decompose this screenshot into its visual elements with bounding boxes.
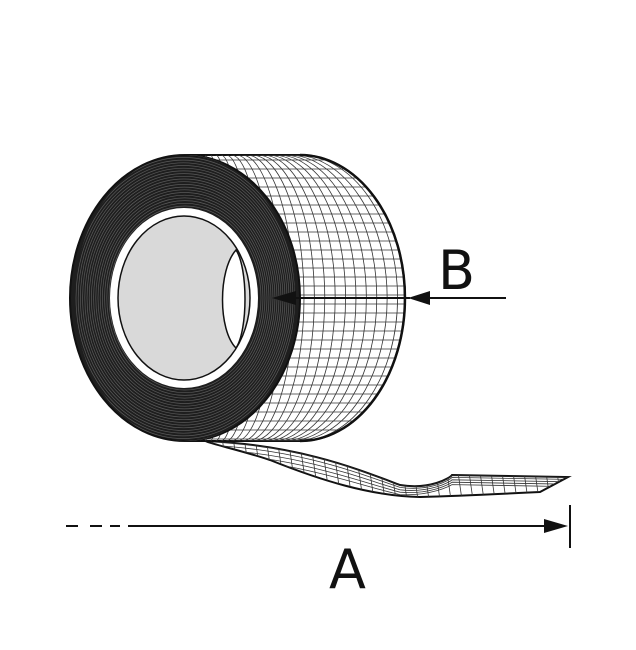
width-label: B xyxy=(438,239,475,302)
winding-line xyxy=(108,205,262,391)
width-dimension: B xyxy=(272,239,506,305)
winding-line xyxy=(102,197,268,399)
mesh-line xyxy=(205,448,568,491)
mesh-line xyxy=(205,452,568,493)
length-dimension: A xyxy=(66,505,571,601)
mesh-line xyxy=(205,444,568,489)
mesh-line xyxy=(550,441,562,497)
winding-line xyxy=(97,192,272,404)
winding-line xyxy=(106,202,264,394)
length-label: A xyxy=(329,538,366,601)
mesh-line xyxy=(561,441,568,497)
winding-line xyxy=(74,157,296,439)
winding-line xyxy=(104,200,266,396)
winding-line xyxy=(99,194,270,402)
tape-core xyxy=(110,208,258,388)
